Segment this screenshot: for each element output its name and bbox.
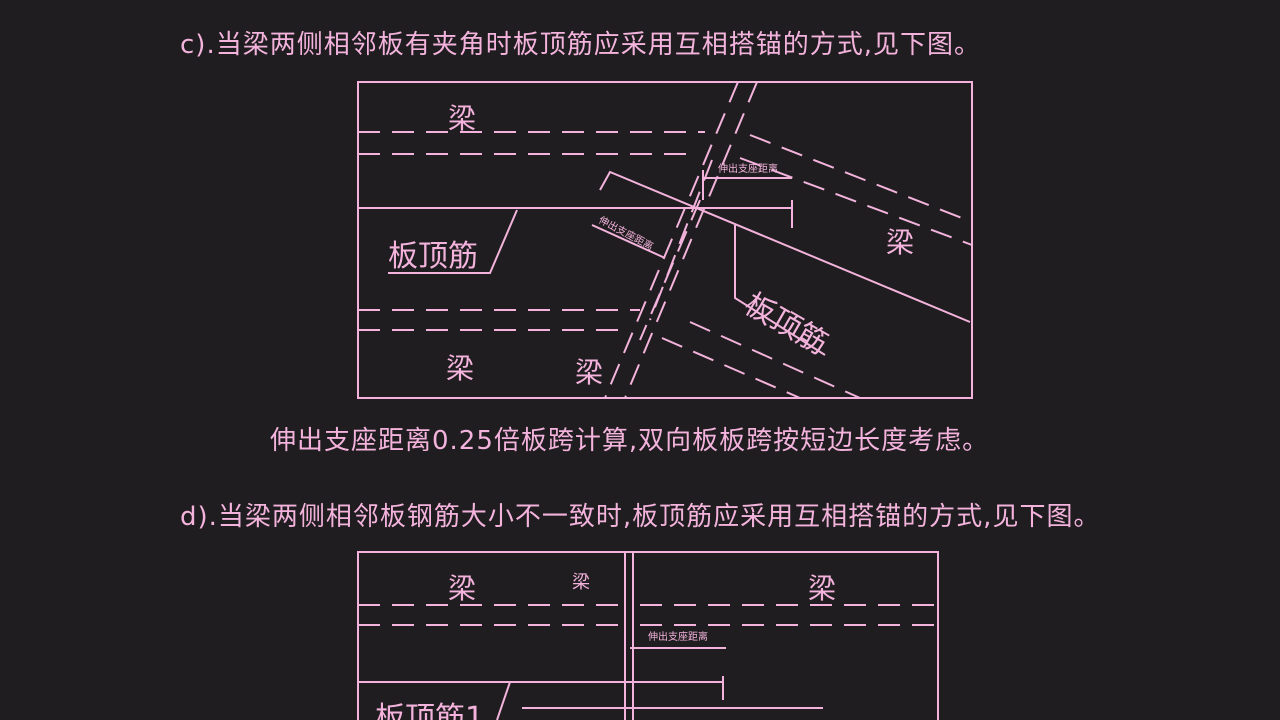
slab-top-bar-label: 板顶筋 — [388, 239, 478, 274]
beam-label: 梁 — [446, 352, 474, 385]
dimension-label: 伸出支座距离 — [648, 630, 708, 643]
dimension-label: 伸出支座距离 — [718, 162, 778, 175]
heading-d: d).当梁两侧相邻板钢筋大小不一致时,板顶筋应采用互相搭锚的方式,见下图。 — [180, 502, 1101, 532]
diagonal-beam-line — [639, 199, 701, 341]
beam-label: 梁 — [886, 226, 914, 259]
beam-dashed-line — [739, 157, 973, 246]
beam-label: 梁 — [575, 356, 603, 389]
beam-label: 梁 — [448, 572, 476, 605]
label-leader — [388, 209, 518, 274]
beam-dashed-line — [689, 321, 861, 399]
beam-dashed-line — [749, 134, 973, 223]
note-text: 伸出支座距离0.25倍板跨计算,双向板板跨按短边长度考虑。 — [270, 426, 990, 456]
diagonal-beam-line — [604, 81, 739, 399]
beam-label: 梁 — [808, 572, 836, 605]
beam-label: 梁 — [448, 102, 476, 135]
beam-label: 梁 — [572, 572, 590, 593]
beam-dashed-line — [661, 337, 801, 399]
label-leader — [734, 225, 826, 356]
dimension-label: 伸出支座距离 — [597, 213, 656, 253]
dimension-line — [591, 224, 666, 259]
frame-c — [357, 81, 973, 399]
top-bar-line — [599, 170, 971, 323]
frame-d — [357, 551, 939, 720]
diagonal-beam-line — [649, 159, 713, 321]
slab-top-bar-1-label: 板顶筋1 — [375, 701, 484, 720]
heading-c: c).当梁两侧相邻板有夹角时板顶筋应采用互相搭锚的方式,见下图。 — [180, 30, 981, 60]
label-leader — [496, 681, 511, 720]
diagonal-beam-line — [624, 81, 758, 399]
diagram-d: 梁 梁 梁 伸出支座距离 板顶筋1 — [357, 551, 939, 720]
